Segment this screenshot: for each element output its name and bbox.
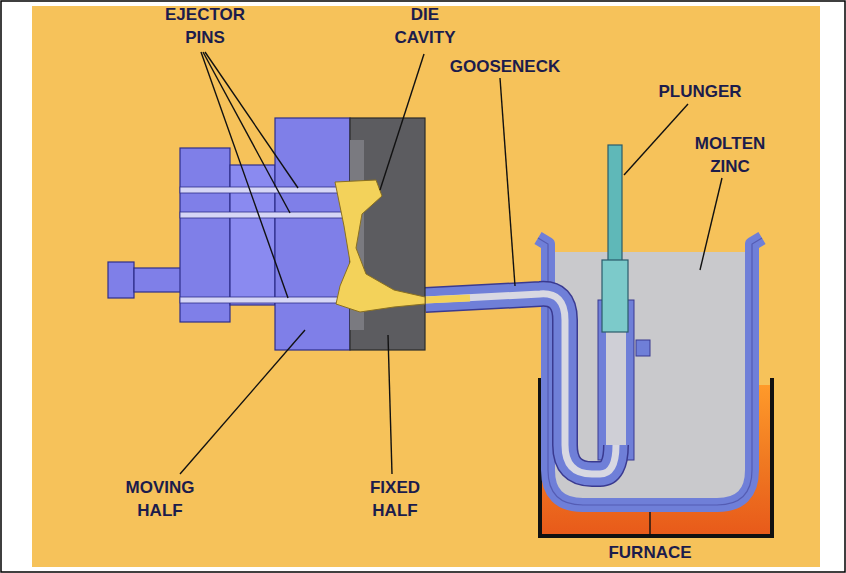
part-label: EJECTOR PINS bbox=[160, 3, 250, 49]
part-label: DIE CAVITY bbox=[386, 3, 464, 49]
part-label: GOOSENECK bbox=[440, 55, 570, 78]
part-label: FIXED HALF bbox=[360, 476, 430, 522]
part-label: PLUNGER bbox=[645, 80, 755, 103]
part-label: FURNACE bbox=[595, 541, 705, 564]
part-label: MOLTEN ZINC bbox=[686, 132, 774, 178]
part-label: MOVING HALF bbox=[115, 476, 205, 522]
